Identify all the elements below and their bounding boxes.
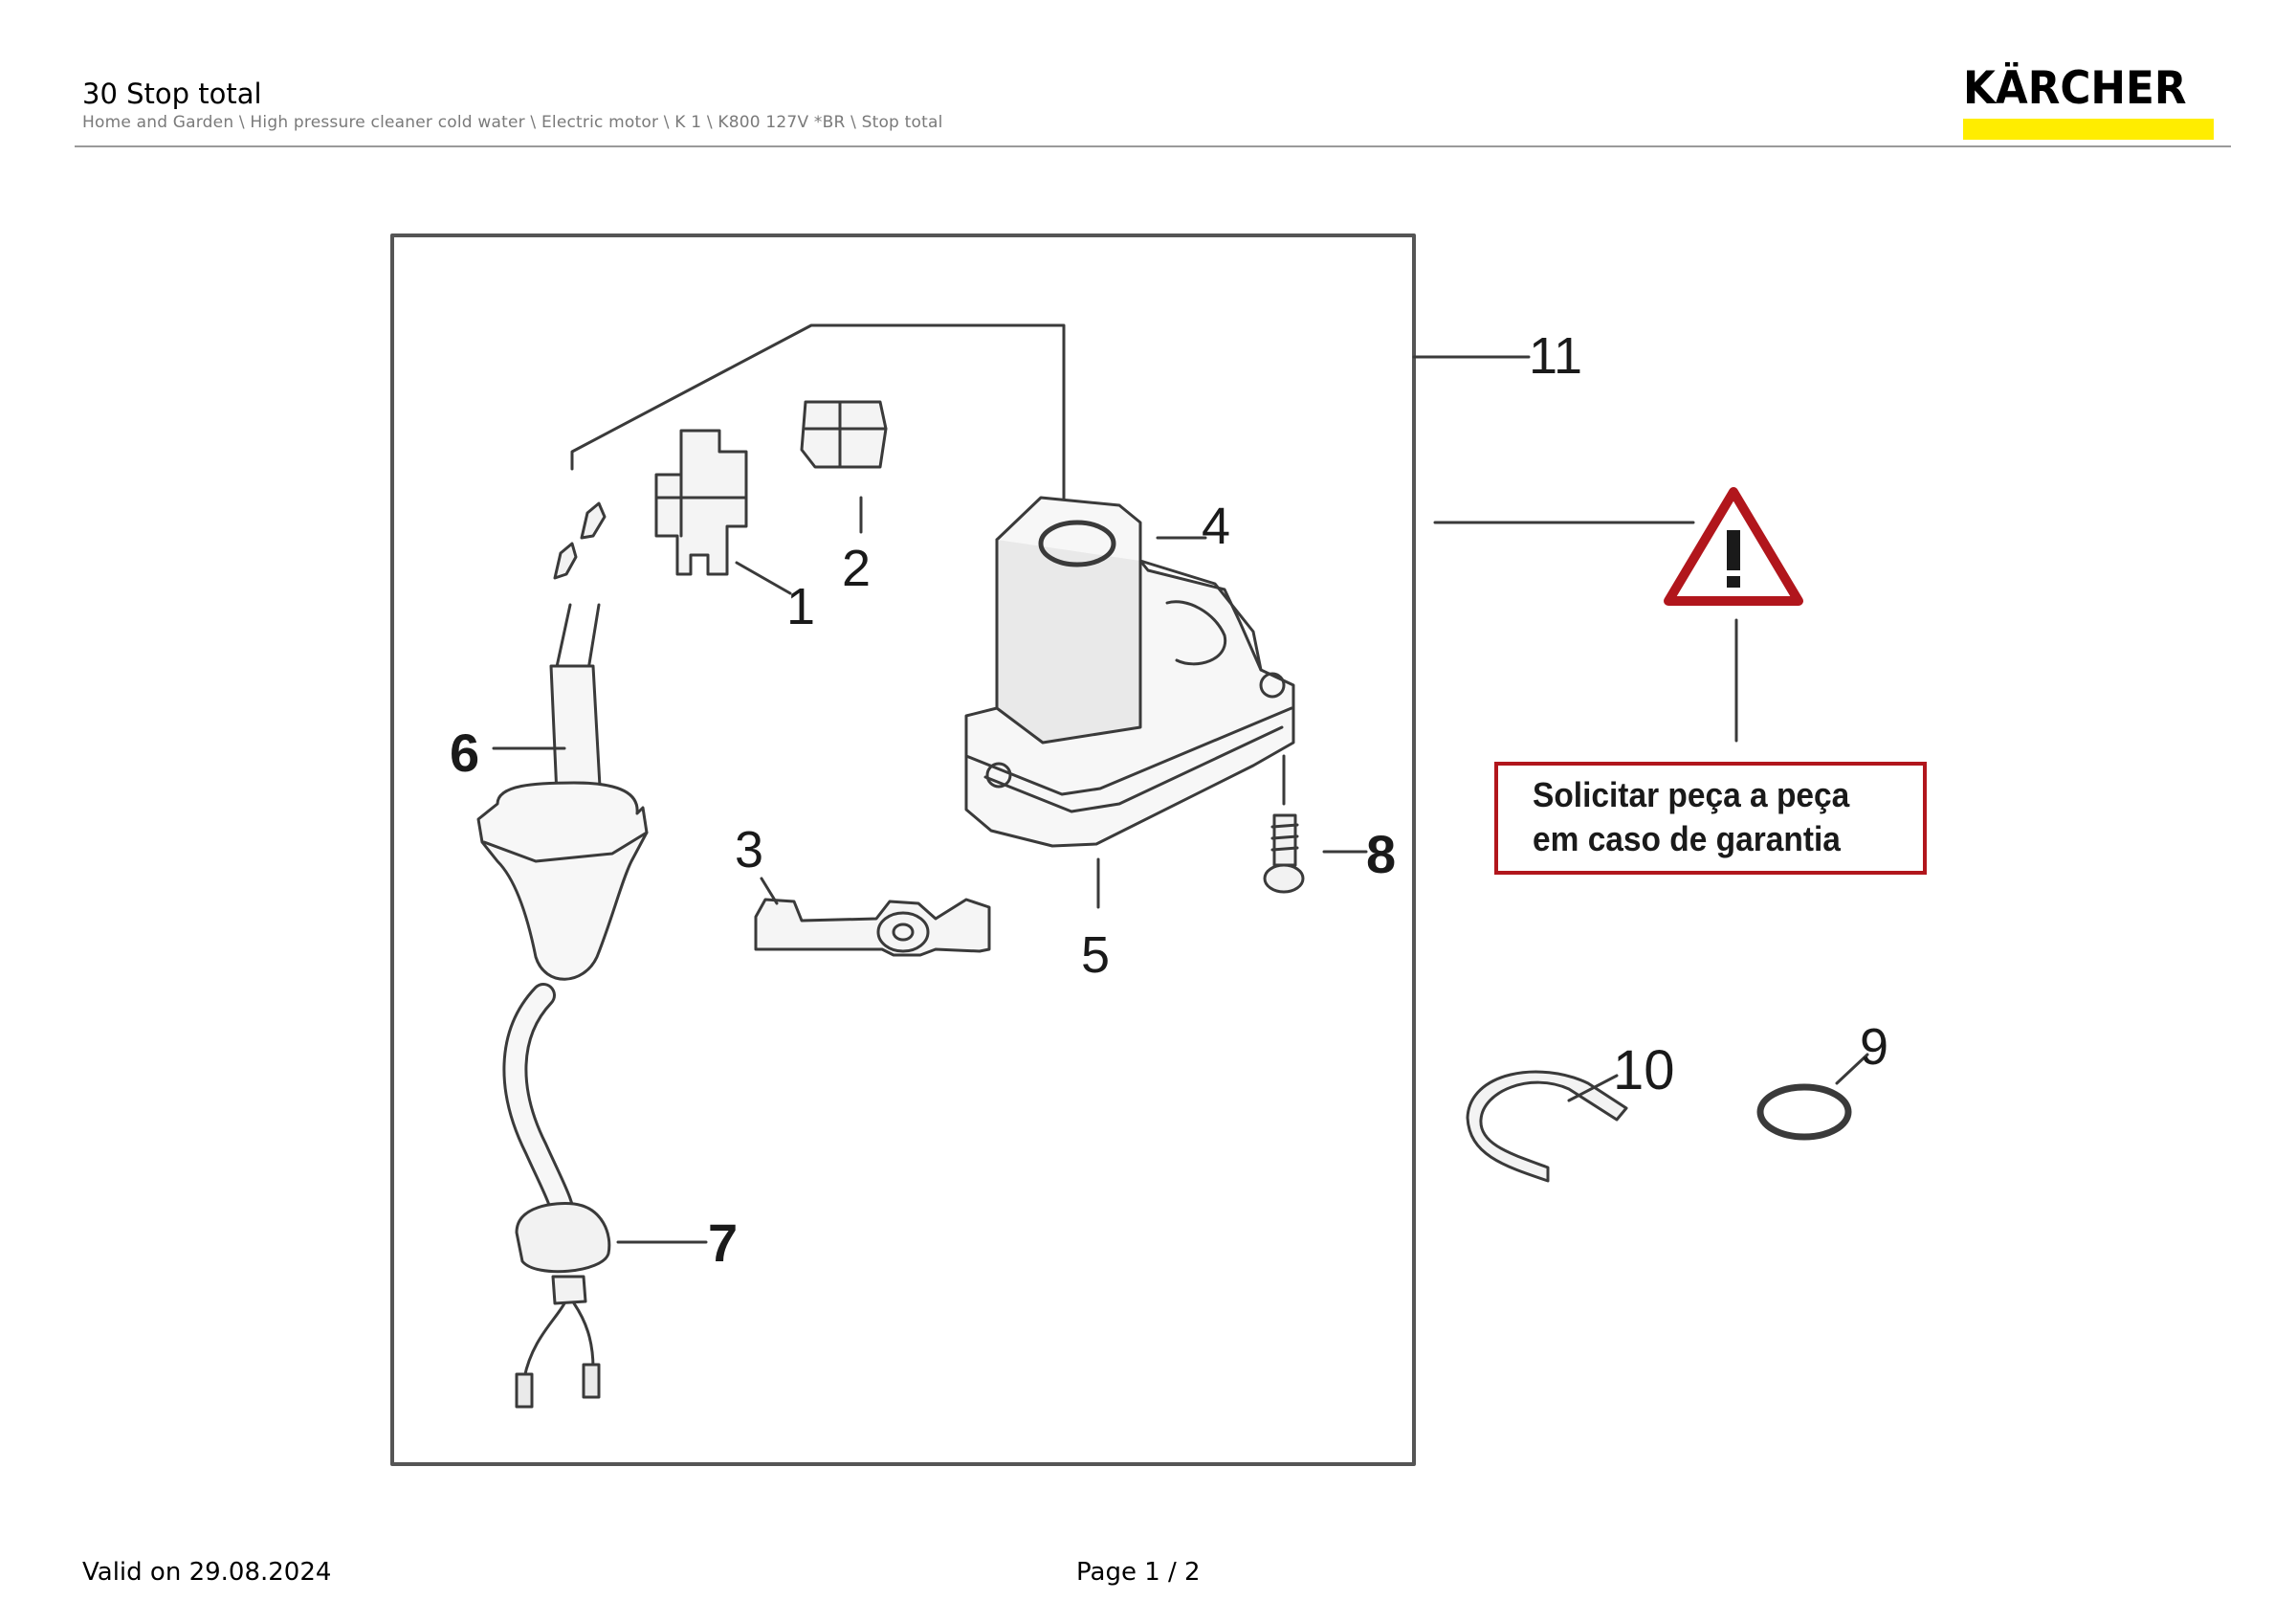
part-9-o-ring: [1756, 1083, 1852, 1141]
label-5: 5: [1081, 926, 1110, 984]
logo-wordmark: KÄRCHER: [1963, 62, 2187, 115]
part-7-cable-relief: [502, 983, 611, 1409]
label-1: 1: [786, 578, 815, 635]
part-2-button: [800, 400, 888, 469]
logo-yellow-bar: [1963, 119, 2214, 140]
part-3-bracket: [754, 898, 991, 957]
warranty-notice-line2: em caso de garantia: [1533, 819, 1841, 858]
breadcrumb: Home and Garden \ High pressure cleaner …: [82, 113, 943, 132]
part-8-screw: [1263, 754, 1305, 894]
label-6: 6: [450, 723, 479, 783]
warning-triangle-icon: [1664, 487, 1803, 606]
leader-3: [760, 877, 779, 905]
label-4: 4: [1202, 498, 1230, 555]
label-8: 8: [1366, 824, 1396, 884]
part-4-5-motor-housing: [964, 496, 1295, 848]
part-10-u-clip: [1466, 1070, 1628, 1183]
assembly-frame: [390, 233, 1416, 1466]
label-3: 3: [735, 821, 763, 878]
part-6-cable-grommet: [476, 501, 649, 981]
leader-9: [1835, 1053, 1869, 1085]
karcher-logo: KÄRCHER: [1963, 63, 2214, 140]
page-title: 30 Stop total: [82, 78, 262, 110]
warranty-notice-line1: Solicitar peça a peça: [1533, 775, 1850, 814]
label-2: 2: [842, 540, 871, 597]
warranty-notice-box: Solicitar peça a peça em caso de garanti…: [1494, 762, 1927, 875]
page-number: Page 1 / 2: [1076, 1558, 1201, 1587]
label-11: 11: [1529, 327, 1582, 385]
label-7: 7: [708, 1212, 738, 1273]
header-divider: [75, 145, 2231, 147]
connector-lines: [570, 323, 1066, 519]
leader-1: [735, 561, 792, 595]
valid-date: Valid on 29.08.2024: [82, 1558, 332, 1587]
label-9: 9: [1860, 1018, 1888, 1076]
label-10: 10: [1613, 1039, 1675, 1101]
leader-10: [1567, 1074, 1619, 1102]
part-1-switch: [654, 429, 748, 576]
